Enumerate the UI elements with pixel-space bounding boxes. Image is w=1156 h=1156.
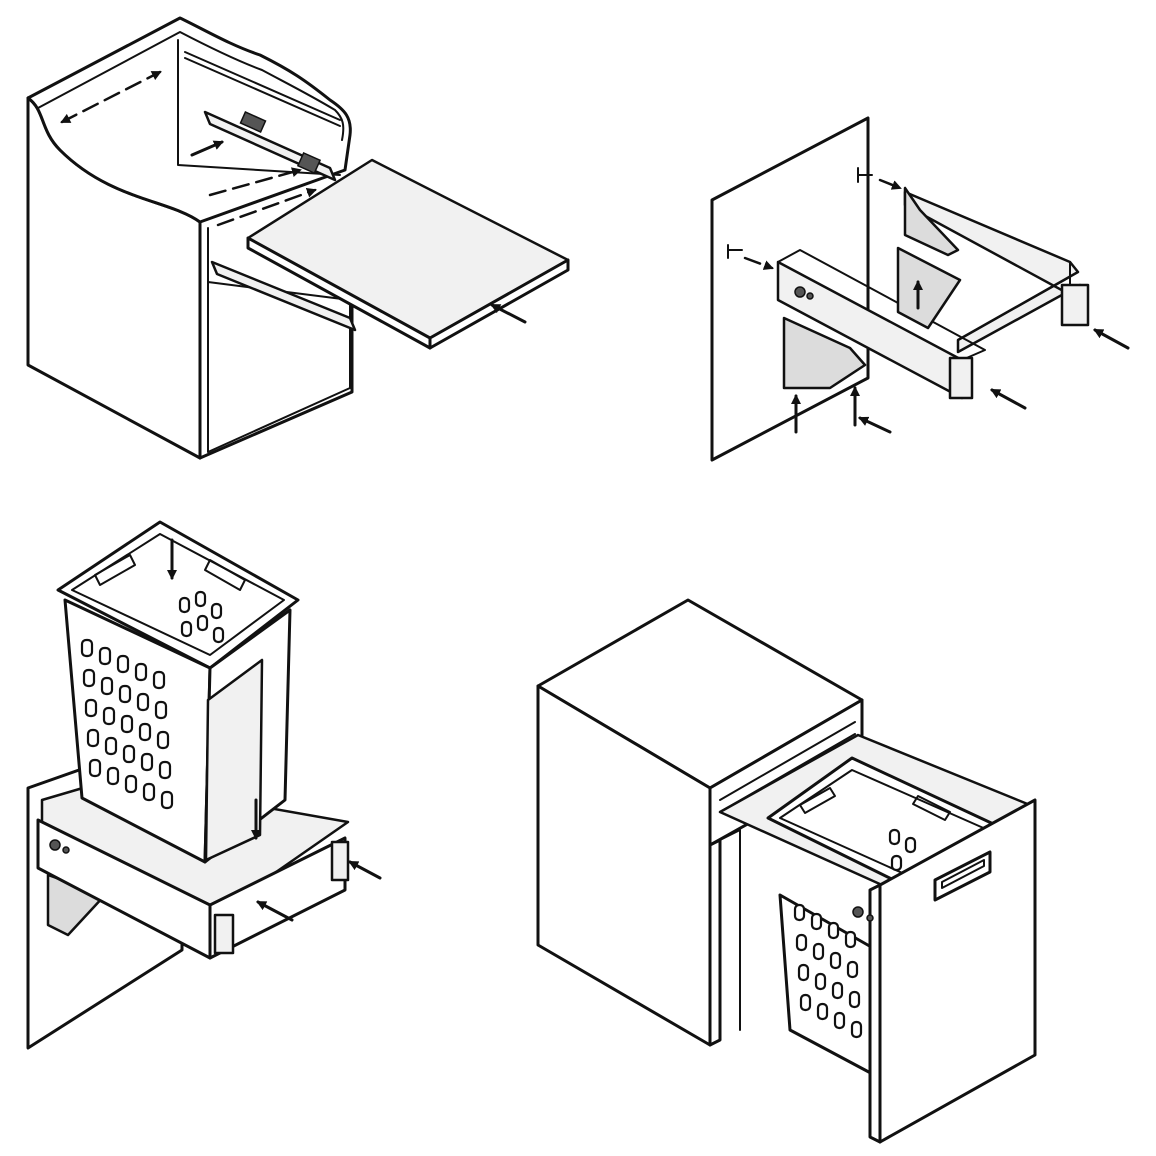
basket-body [778, 893, 882, 1080]
rail-bracket-1 [239, 111, 267, 133]
frame-arrow-2 [256, 900, 294, 922]
rail-bracket-2 [296, 151, 322, 175]
rail-logo [794, 286, 806, 298]
cabinet-back-wall [177, 39, 351, 459]
insert-arrow-2 [216, 188, 317, 227]
basket-holes [80, 590, 225, 810]
basket-holes [793, 828, 917, 1039]
step-2-side-panel-brackets [710, 116, 1130, 462]
bracket-hanger-middle [896, 246, 962, 330]
frame-logo-dot [62, 846, 70, 854]
arrow-c [1093, 328, 1130, 350]
cabinet-inner-back [37, 31, 345, 141]
back-rail-end [957, 277, 1069, 341]
top-rail-back [184, 51, 341, 127]
frame-bracket [213, 913, 235, 955]
shelf-arrow [490, 303, 527, 324]
basket-rim [56, 520, 300, 670]
step-3-basket-placement [26, 520, 382, 1050]
step-4-assembled [536, 598, 1037, 1144]
arrow-a [878, 178, 902, 190]
arrow-b [743, 256, 774, 270]
shelf-board-side-edge [428, 258, 570, 350]
arrow-e [858, 416, 892, 434]
screw-2 [727, 244, 743, 259]
slide-rail-left [210, 260, 357, 332]
frame-logo [49, 839, 61, 851]
frame-bracket-back [330, 840, 350, 882]
rail-arrow [190, 140, 224, 157]
drawer-handle-slot-inner [941, 859, 985, 889]
basket-handle-left [94, 554, 136, 586]
basket-handle-left [799, 787, 836, 814]
basket-handle-right [912, 795, 951, 821]
drawer-front-edge [868, 883, 882, 1144]
bracket-hanger-lower [782, 316, 867, 390]
rail-logo-dot [806, 292, 814, 300]
back-rail-bracket [1060, 283, 1090, 327]
insert-arrow-1 [208, 167, 302, 197]
cabinet-bottom-frame [198, 298, 354, 460]
basket-rim-inner [71, 533, 285, 656]
frame-plate-side [208, 836, 347, 960]
cabinet-opening-left [708, 838, 722, 1047]
front-rail-bracket [948, 356, 974, 400]
basket-handle-right [204, 559, 246, 591]
bracket-hanger-upper [903, 186, 960, 257]
front-rail-top [777, 249, 986, 361]
back-rail-frame [903, 190, 1082, 354]
frame-arrow-1 [348, 860, 382, 880]
arrow-d [990, 388, 1027, 410]
drawer-logo-dot [866, 914, 874, 922]
drawer-logo [852, 906, 864, 918]
step-1-cabinet-shelf [26, 16, 570, 460]
screw-1 [857, 167, 873, 183]
measure-arrow [60, 70, 162, 124]
